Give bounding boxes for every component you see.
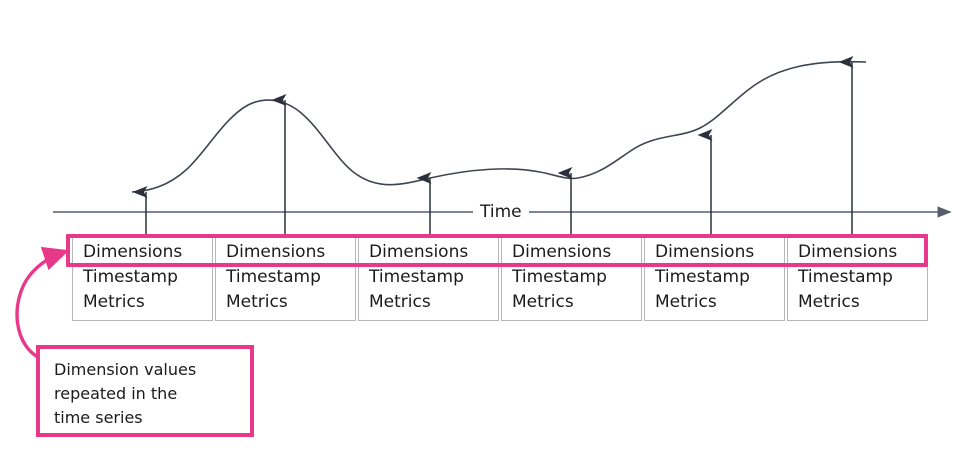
record-timestamp-label: Timestamp [655,267,750,287]
record-metrics-label: Metrics [83,292,145,312]
time-axis-label: Time [473,202,529,223]
record-dimensions-label: Dimensions [798,242,898,262]
record-box-2: Dimensions Timestamp Metrics [215,234,356,321]
record-metrics-label: Metrics [655,292,717,312]
indicator-arrow-group [132,56,854,236]
record-dimensions-label: Dimensions [655,242,755,262]
callout-note: Dimension values repeated in the time se… [36,345,254,437]
record-box-6: Dimensions Timestamp Metrics [787,234,928,321]
record-dimensions-label: Dimensions [83,242,183,262]
record-box-3: Dimensions Timestamp Metrics [358,234,499,321]
record-metrics-label: Metrics [226,292,288,312]
record-metrics-label: Metrics [512,292,574,312]
callout-connector-arrow [15,246,70,362]
record-box-1: Dimensions Timestamp Metrics [72,234,213,321]
record-metrics-label: Metrics [369,292,431,312]
record-timestamp-label: Timestamp [369,267,464,287]
record-timestamp-label: Timestamp [798,267,893,287]
record-box-4: Dimensions Timestamp Metrics [501,234,642,321]
record-timestamp-label: Timestamp [512,267,607,287]
record-dimensions-label: Dimensions [369,242,469,262]
record-timestamp-label: Timestamp [83,267,178,287]
callout-line-1: Dimension values [54,360,197,379]
callout-line-3: time series [54,408,143,427]
record-metrics-label: Metrics [798,292,860,312]
callout-line-2: repeated in the [54,384,178,403]
record-dimensions-label: Dimensions [512,242,612,262]
record-timestamp-label: Timestamp [226,267,321,287]
time-series-curve [131,60,867,193]
dimensions-highlight-band [66,234,928,267]
record-dimensions-label: Dimensions [226,242,326,262]
record-box-5: Dimensions Timestamp Metrics [644,234,785,321]
